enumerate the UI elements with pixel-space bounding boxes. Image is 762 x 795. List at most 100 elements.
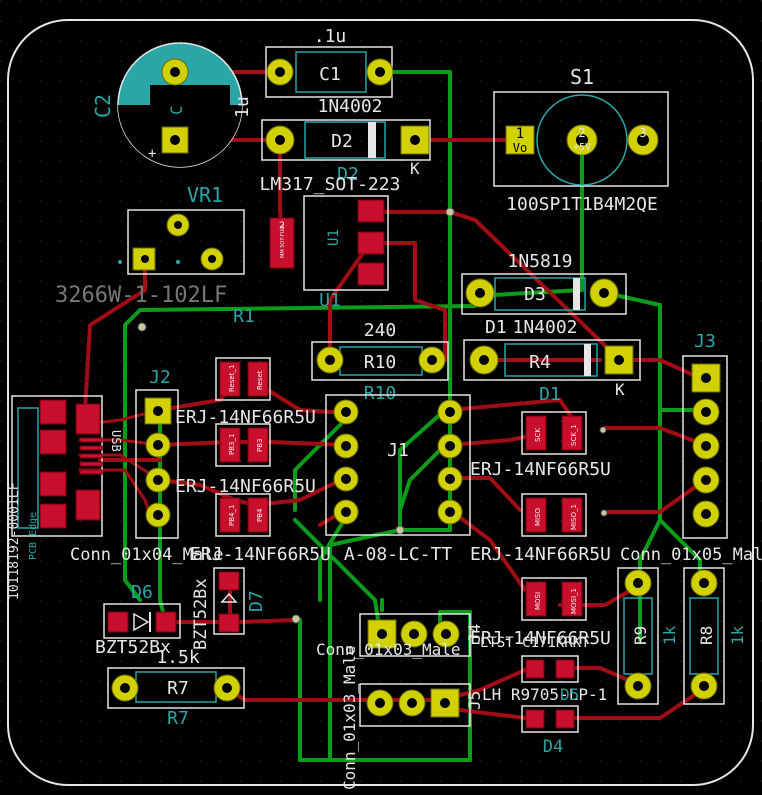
erj-label-4: ERJ-14NF66R5U — [470, 459, 611, 480]
led-value: LTST-C171KRKT — [480, 635, 590, 651]
smd-pb3[interactable]: PB3_1 PB3 — [215, 423, 271, 467]
j2-header[interactable]: J2 Conn_01x04_Male — [70, 367, 224, 565]
d6-zener[interactable]: D6 BZT52Bx — [95, 582, 181, 658]
s1-value: 100SP1T1B4M2QE — [506, 194, 658, 215]
u1-regulator[interactable]: LM317_SOT-223 2 MM SOT-FULL U1 U1 — [260, 174, 401, 311]
c1-ref: C1 — [319, 64, 341, 85]
r10-resistor[interactable]: 240 R10 R10 — [311, 320, 449, 404]
r9-lp: LH R9705-LP-1 — [482, 685, 607, 704]
d5-led[interactable]: LTST-C171KRKT LH R9705-LP-1 D5 — [480, 635, 607, 704]
c1-capacitor[interactable]: .1u C1 — [265, 26, 394, 98]
j4-header[interactable]: J4 — [359, 613, 484, 657]
smd-mosi[interactable]: MOSI MOSI_1 — [521, 577, 587, 621]
s1-ref: S1 — [570, 65, 594, 89]
vias — [137, 207, 608, 624]
d2-ref2: D2 — [337, 164, 359, 185]
j3-ref: J3 — [694, 331, 716, 352]
miso-pad: MISO — [534, 507, 542, 526]
pb3-pad: PB3 — [256, 439, 264, 452]
erj-label-2: ERJ-14NF66R5U — [175, 476, 316, 497]
j5-ref: J5 — [465, 691, 484, 710]
smd-miso[interactable]: MISO MISO_1 — [521, 493, 587, 537]
d4-led[interactable]: D4 — [521, 705, 579, 757]
d6-value: BZT52Bx — [95, 637, 171, 658]
usb-fab: PCB Edge — [28, 512, 39, 560]
r10-ref2: R10 — [364, 383, 397, 404]
r7-ref: R7 — [167, 678, 189, 699]
c2-fab: C — [167, 105, 186, 115]
d7-ref: D7 — [246, 590, 267, 612]
r4-ref: R4 — [529, 352, 551, 373]
d5-ref: D5 — [560, 685, 579, 704]
d2-k: K — [410, 159, 420, 178]
j1-socket[interactable]: J1 A-08-LC-TT — [325, 394, 471, 565]
u1-value: LM317_SOT-223 — [260, 174, 401, 195]
smd-sck[interactable]: SCK SCK_1 — [521, 411, 587, 455]
d7-value: BZT52Bx — [191, 578, 211, 650]
r9-value: 1k — [660, 625, 679, 645]
r10-ref: R10 — [364, 352, 397, 373]
sck-pad: SCK — [534, 428, 542, 442]
erj-label-1: ERJ-14NF66R5U — [175, 407, 316, 428]
d3-diode[interactable]: 1N5819 D3 D1 — [461, 251, 627, 338]
r7-resistor[interactable]: 1.5k R7 R7 — [107, 647, 245, 729]
d2-diode[interactable]: 1N4002 D2 D2 K — [261, 96, 431, 185]
board-edge — [7, 19, 754, 786]
r8-resistor[interactable]: R8 1k — [683, 567, 747, 705]
r10-value: 240 — [364, 320, 397, 341]
u1-ref: U1 — [319, 290, 341, 311]
r9-ref: R9 — [631, 626, 650, 645]
j5-header[interactable]: J5 — [359, 683, 484, 727]
s1-pin1: 1 — [516, 126, 524, 142]
vr1-ref: VR1 — [187, 183, 223, 207]
vr1-trimpot[interactable]: VR1 3266W-1-102LF R1 — [55, 183, 255, 327]
sck1-pad: SCK_1 — [570, 424, 578, 446]
d7-zener[interactable]: D7 BZT52Bx — [191, 567, 267, 650]
c2-value: 1u — [232, 96, 253, 118]
d3-value: 1N5819 — [507, 251, 572, 272]
r9-resistor[interactable]: R9 1k — [617, 567, 679, 705]
erj-label-3: ERJ-14NF66R5U — [190, 544, 331, 565]
reset-pad: Reset — [256, 370, 264, 390]
r7-value: 1.5k — [156, 647, 200, 668]
erj-label-5: ERJ-14NF66R5U — [470, 544, 611, 565]
j3-value: Conn_01x05_Male — [620, 545, 762, 565]
d4-ref: D4 — [543, 737, 563, 757]
d3-ref2: D1 — [485, 317, 507, 338]
s1-pin2: 2 — [578, 126, 585, 140]
j2-ref: J2 — [149, 367, 171, 388]
j2-value: Conn_01x04_Male — [70, 545, 224, 565]
reset1-pad: Reset_1 — [228, 364, 236, 392]
s1-pin1-name: Vo — [513, 141, 527, 155]
mosi1-pad: MOSI_1 — [570, 588, 578, 614]
smd-reset[interactable]: Reset_1 Reset — [215, 357, 271, 401]
u1-pad-text: MM SOT-FULL — [280, 224, 286, 258]
c2-capacitor[interactable]: C2 1u C + — [91, 42, 253, 168]
c1-value: .1u — [314, 26, 347, 47]
j3-header[interactable]: J3 Conn_01x05_Male — [620, 331, 762, 565]
d1-ref: D1 — [539, 384, 561, 405]
j1-value: A-08-LC-TT — [344, 544, 453, 565]
d1-value: 1N4002 — [512, 317, 577, 338]
c2-ref: C2 — [91, 94, 115, 118]
c2-plus: + — [148, 146, 156, 162]
smd-pb4[interactable]: PB4_1 PB4 — [215, 493, 271, 537]
pb4-pad: PB4 — [256, 508, 264, 522]
erj-label-6: ERJ-14NF66R5U — [470, 628, 611, 649]
d1-diode[interactable]: 1N4002 R4 D1 K — [463, 317, 641, 405]
usb-connector[interactable]: PCB Edge 10118192-0001LF USB — [7, 395, 123, 600]
mosi-pad: MOSI — [534, 592, 542, 610]
miso1-pad: MISO_1 — [570, 504, 578, 530]
d2-ref: D2 — [331, 131, 353, 152]
r7-ref2: R7 — [167, 708, 189, 729]
vr1-value: 3266W-1-102LF — [55, 283, 227, 308]
d6-ref: D6 — [131, 582, 153, 603]
pb4-1-pad: PB4_1 — [228, 505, 236, 526]
s1-pin2-name: +5V — [573, 142, 591, 153]
s1-switch[interactable]: S1 1 Vo 2 +5V 3 100SP1T1B4M2QE — [493, 65, 669, 215]
r8-value: 1k — [728, 625, 747, 645]
pb3-1-pad: PB3_1 — [228, 434, 236, 455]
u1-ref-fab: U1 — [326, 229, 342, 246]
j4-ref: J4 — [465, 624, 484, 643]
